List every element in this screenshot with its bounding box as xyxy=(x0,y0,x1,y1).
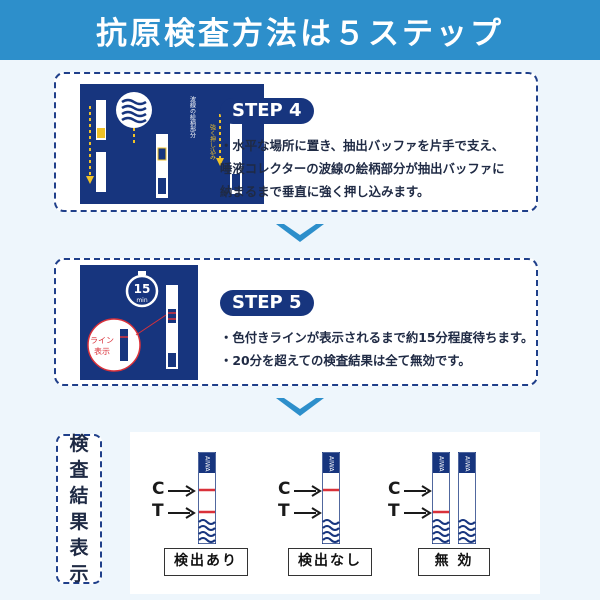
step-5-illustration: 15 min ライン 表示 xyxy=(80,265,198,380)
strip-brand: AIWA xyxy=(328,456,335,472)
step-5-line-2: ・20分を超えての検査結果は全て無効です。 xyxy=(220,353,471,368)
arrow-right-icon xyxy=(294,507,322,519)
chevron-down-icon xyxy=(276,224,324,242)
timer-unit: min xyxy=(136,297,148,304)
results-label-char: 査 xyxy=(69,459,89,481)
arrow-right-icon xyxy=(168,507,196,519)
timer-value: 15 xyxy=(134,282,151,296)
test-strip-invalid-b: AIWA xyxy=(458,452,476,544)
arrow-right-icon xyxy=(404,485,432,497)
chevron-down-icon xyxy=(276,398,324,416)
c-label: C xyxy=(152,479,165,499)
arrow-right-icon xyxy=(294,485,322,497)
step-5-line-1: ・色付きラインが表示されるまで約15分程度待ちます。 xyxy=(220,330,534,345)
step-4-card: 波線の絵柄部分 強く押し込み STEP 4 ・水平な場所に置き、抽出バッファを片… xyxy=(54,72,538,212)
strip-brand: AIWA xyxy=(204,456,211,472)
step-4-instructions: ・水平な場所に置き、抽出バッファを片手で支え、 唾液コレクターの波線の絵柄部分が… xyxy=(220,134,530,203)
step-4-badge: STEP 4 xyxy=(220,98,314,124)
step-4-line-1: ・水平な場所に置き、抽出バッファを片手で支え、 xyxy=(220,138,505,153)
t-label: T xyxy=(278,501,290,521)
test-strip-negative: AIWA xyxy=(322,452,340,544)
arrow-right-icon xyxy=(168,485,196,497)
wave-area-label: 波線の絵柄部分 xyxy=(189,95,196,139)
results-label-char: 表 xyxy=(69,537,89,559)
result-positive-caption: 検出あり xyxy=(164,548,248,576)
step-5-instructions: ・色付きラインが表示されるまで約15分程度待ちます。 ・20分を超えての検査結果… xyxy=(220,326,534,372)
test-strip-invalid-a: AIWA xyxy=(432,452,450,544)
line-callout-1: ライン xyxy=(90,336,114,345)
step-4-line-2: 唾液コレクターの波線の絵柄部分が抽出バッファに xyxy=(220,161,505,176)
step-4-line-3: 納まるまで垂直に強く押し込みます。 xyxy=(220,184,430,199)
strip-brand: AIWA xyxy=(464,456,471,472)
strip-brand: AIWA xyxy=(438,456,445,472)
step-5-card: 15 min ライン 表示 STEP 5 ・色付きラインが表示されるまで約15分… xyxy=(54,258,538,386)
arrow-right-icon xyxy=(404,507,432,519)
test-strip-positive: AIWA xyxy=(198,452,216,544)
result-negative-caption: 検出なし xyxy=(288,548,372,576)
header-bar: 抗原検査方法は５ステップ xyxy=(0,0,600,60)
push-in-label: 強く押し込み xyxy=(209,123,216,161)
step-5-badge: STEP 5 xyxy=(220,290,314,316)
c-label: C xyxy=(388,479,401,499)
step-5-illustration-graphic: 15 min ライン 表示 xyxy=(80,265,198,380)
results-panel: C T AIWA 検出あり C T AIWA 検出なし C T xyxy=(130,432,540,594)
result-invalid-caption: 無 効 xyxy=(418,548,490,576)
t-label: T xyxy=(388,501,400,521)
results-label-char: 果 xyxy=(69,511,89,533)
page-title: 抗原検査方法は５ステップ xyxy=(96,15,504,52)
results-label-char: 検 xyxy=(69,433,89,455)
results-label: 検 査 結 果 表 示 xyxy=(56,433,102,585)
step-4-illustration-graphic: 波線の絵柄部分 強く押し込み xyxy=(80,84,264,204)
results-label-char: 示 xyxy=(69,563,89,585)
line-callout-2: 表示 xyxy=(94,346,110,356)
c-label: C xyxy=(278,479,291,499)
t-label: T xyxy=(152,501,164,521)
results-label-char: 結 xyxy=(69,485,89,507)
